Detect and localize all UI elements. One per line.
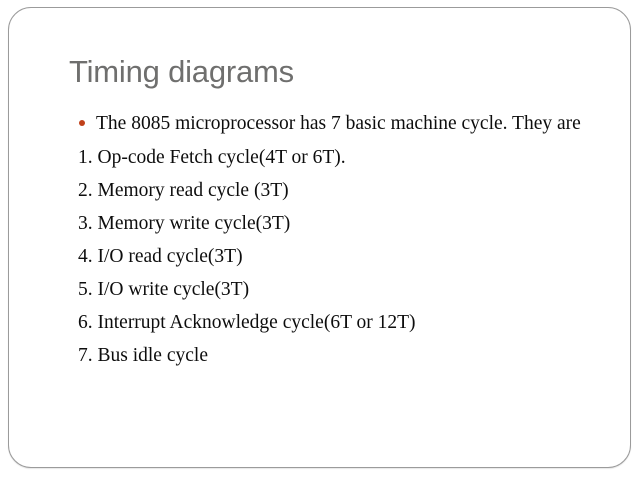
slide-body: The 8085 microprocessor has 7 basic mach… [69, 111, 609, 367]
list-item: 7. Bus idle cycle [78, 345, 208, 366]
list-item: The 8085 microprocessor has 7 basic mach… [69, 111, 609, 136]
list-item: 1. Op-code Fetch cycle(4T or 6T). [78, 147, 346, 168]
list-item: 3. Memory write cycle(3T) [78, 213, 291, 234]
list-item: 6. Interrupt Acknowledge cycle(6T or 12T… [78, 312, 416, 333]
list-item: 4. I/O read cycle(3T) [78, 246, 243, 267]
list-item: 5. I/O write cycle(3T) [78, 279, 250, 300]
bullet-dot-icon [79, 120, 85, 126]
slide-card: Timing diagrams The 8085 microprocessor … [8, 7, 631, 468]
list-item: 2. Memory read cycle (3T) [78, 180, 289, 201]
bullet-item-label: The 8085 microprocessor has 7 basic mach… [96, 113, 581, 134]
page-title: Timing diagrams [69, 54, 294, 89]
